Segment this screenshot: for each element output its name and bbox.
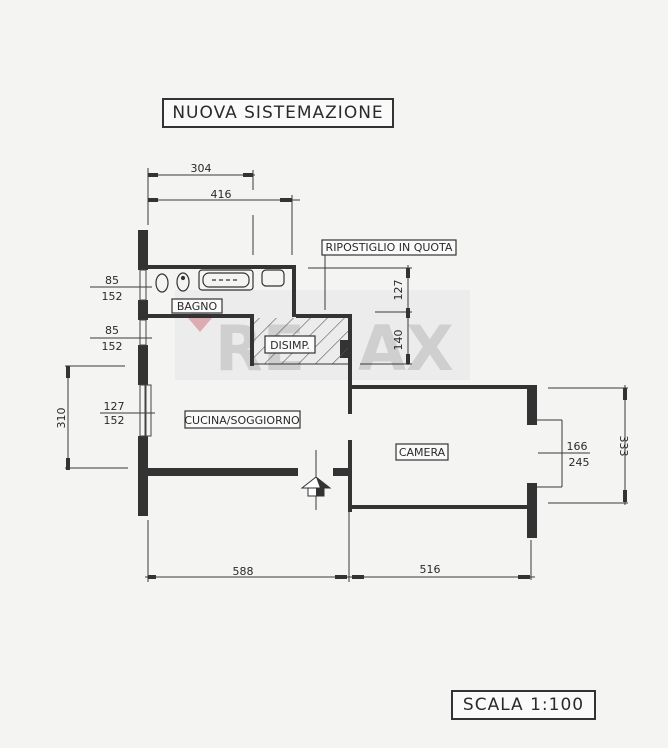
scale-label: SCALA 1:100 (451, 690, 596, 720)
toilet-icon (155, 273, 169, 293)
dim-416: 416 (211, 188, 232, 201)
dim-310: 310 (55, 408, 68, 429)
room-label-boxes (171, 239, 457, 461)
dim-window1-w: 85 (105, 274, 119, 287)
dim-333: 333 (617, 436, 630, 457)
room-labels: BAGNO DISIMP. CUCINA/SOGGIORNO CAMERA RI… (177, 241, 453, 459)
dim-140: 140 (392, 330, 405, 351)
room-label-disimp: DISIMP. (270, 339, 310, 352)
entrance-arrow-icon (300, 476, 332, 497)
bathtub-icon (198, 269, 254, 291)
room-label-camera: CAMERA (399, 446, 446, 459)
sink-icon (261, 269, 285, 287)
walls (138, 230, 537, 538)
bidet-icon (176, 272, 190, 292)
scale-text: SCALA 1:100 (462, 695, 585, 715)
dim-304: 304 (191, 162, 212, 175)
plan-title: NUOVA SISTEMAZIONE (162, 98, 394, 128)
dim-window3-w: 127 (104, 400, 125, 413)
room-label-cucina: CUCINA/SOGGIORNO (184, 414, 300, 427)
room-label-ripostiglio: RIPOSTIGLIO IN QUOTA (326, 241, 453, 254)
dim-516: 516 (420, 563, 441, 576)
dim-window1-h: 152 (102, 290, 123, 303)
dimension-ticks (66, 173, 627, 579)
dim-window2-w: 85 (105, 324, 119, 337)
dim-camera-window-h: 245 (569, 456, 590, 469)
room-label-bagno: BAGNO (177, 300, 218, 313)
dimension-labels: 304 416 85 152 85 152 127 152 310 127 14… (55, 162, 630, 578)
watermark-ax: AX (358, 312, 454, 385)
plan-title-text: NUOVA SISTEMAZIONE (172, 103, 384, 123)
dim-588: 588 (233, 565, 254, 578)
windows (139, 269, 152, 437)
dim-camera-window-w: 166 (567, 440, 588, 453)
dim-window2-h: 152 (102, 340, 123, 353)
dim-window3-h: 152 (104, 414, 125, 427)
balloon-icon (188, 318, 212, 332)
dim-127: 127 (392, 280, 405, 301)
bathroom-fixtures (155, 269, 285, 293)
